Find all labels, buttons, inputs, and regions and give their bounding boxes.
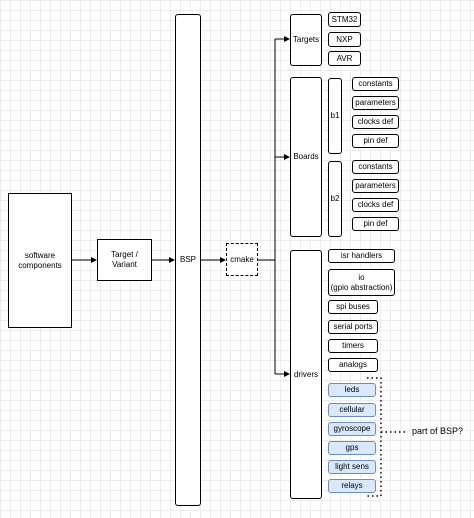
b1-parameters-label: parameters [355, 98, 396, 108]
cmake-label: cmake [230, 254, 254, 264]
board-b2-label: b2 [330, 194, 340, 204]
driver-io-label: io (gpio abstraction) [330, 272, 393, 292]
b1-parameters: parameters [352, 96, 399, 110]
b1-constants: constants [352, 77, 399, 91]
bsp-box: BSP [175, 14, 201, 506]
targets-label: Targets [292, 35, 320, 45]
b1-pin-def-label: pin def [363, 136, 388, 146]
board-b2-box: b2 [328, 161, 342, 237]
target-nxp: NXP [328, 32, 361, 47]
driver-leds-label: leds [344, 385, 360, 395]
driver-isr-handlers-label: isr handlers [340, 251, 383, 261]
b2-parameters: parameters [352, 179, 399, 193]
b2-pin-def-label: pin def [363, 219, 388, 229]
board-b1-label: b1 [330, 111, 340, 121]
target-avr: AVR [328, 51, 361, 66]
b2-parameters-label: parameters [355, 181, 396, 191]
driver-leds: leds [328, 383, 376, 397]
driver-gps: gps [328, 441, 376, 455]
driver-analogs-label: analogs [338, 360, 368, 370]
drivers-box: drivers [290, 250, 322, 499]
driver-serial-ports: serial ports [328, 320, 378, 334]
b2-constants: constants [352, 160, 399, 174]
driver-relays: relays [328, 479, 376, 493]
driver-relays-label: relays [341, 481, 363, 491]
b1-clocks-def: clocks def [352, 115, 399, 129]
driver-io: io (gpio abstraction) [328, 269, 395, 296]
driver-timers-label: timers [342, 341, 364, 351]
driver-cellular: cellular [328, 403, 376, 417]
target-stm32-label: STM32 [331, 14, 358, 24]
b1-pin-def: pin def [352, 134, 399, 148]
boards-box: Boards [290, 77, 322, 237]
driver-isr-handlers: isr handlers [328, 249, 395, 263]
target-variant-box: Target / Variant [97, 239, 152, 281]
driver-spi-buses: spi buses [328, 300, 378, 314]
targets-box: Targets [290, 14, 322, 66]
driver-light-sens-label: light sens [335, 462, 369, 472]
software-components-box: software components [8, 193, 72, 328]
target-variant-label: Target / Variant [111, 250, 138, 269]
part-of-bsp-annotation: part of BSP? [412, 426, 464, 436]
driver-gyroscope-label: gyroscope [333, 424, 371, 434]
drivers-label: drivers [293, 369, 318, 379]
driver-timers: timers [328, 339, 378, 353]
b1-clocks-def-label: clocks def [357, 117, 394, 127]
driver-analogs: analogs [328, 358, 378, 372]
boards-label: Boards [293, 152, 319, 162]
board-b1-box: b1 [328, 78, 342, 154]
driver-gyroscope: gyroscope [328, 422, 376, 436]
target-avr-label: AVR [336, 53, 353, 63]
driver-cellular-label: cellular [339, 405, 365, 415]
driver-spi-buses-label: spi buses [336, 302, 370, 312]
bracket-optional-drivers [367, 377, 382, 497]
b2-clocks-def: clocks def [352, 198, 399, 212]
driver-light-sens: light sens [328, 460, 376, 474]
software-components-label: software components [18, 250, 62, 270]
b2-pin-def: pin def [352, 217, 399, 231]
b2-constants-label: constants [358, 162, 393, 172]
bsp-label: BSP [179, 255, 196, 265]
b2-clocks-def-label: clocks def [357, 200, 394, 210]
driver-serial-ports-label: serial ports [333, 322, 373, 332]
b1-constants-label: constants [358, 79, 393, 89]
cmake-box: cmake [226, 243, 258, 276]
driver-gps-label: gps [345, 443, 359, 453]
target-nxp-label: NXP [336, 34, 353, 44]
target-stm32: STM32 [328, 12, 361, 27]
